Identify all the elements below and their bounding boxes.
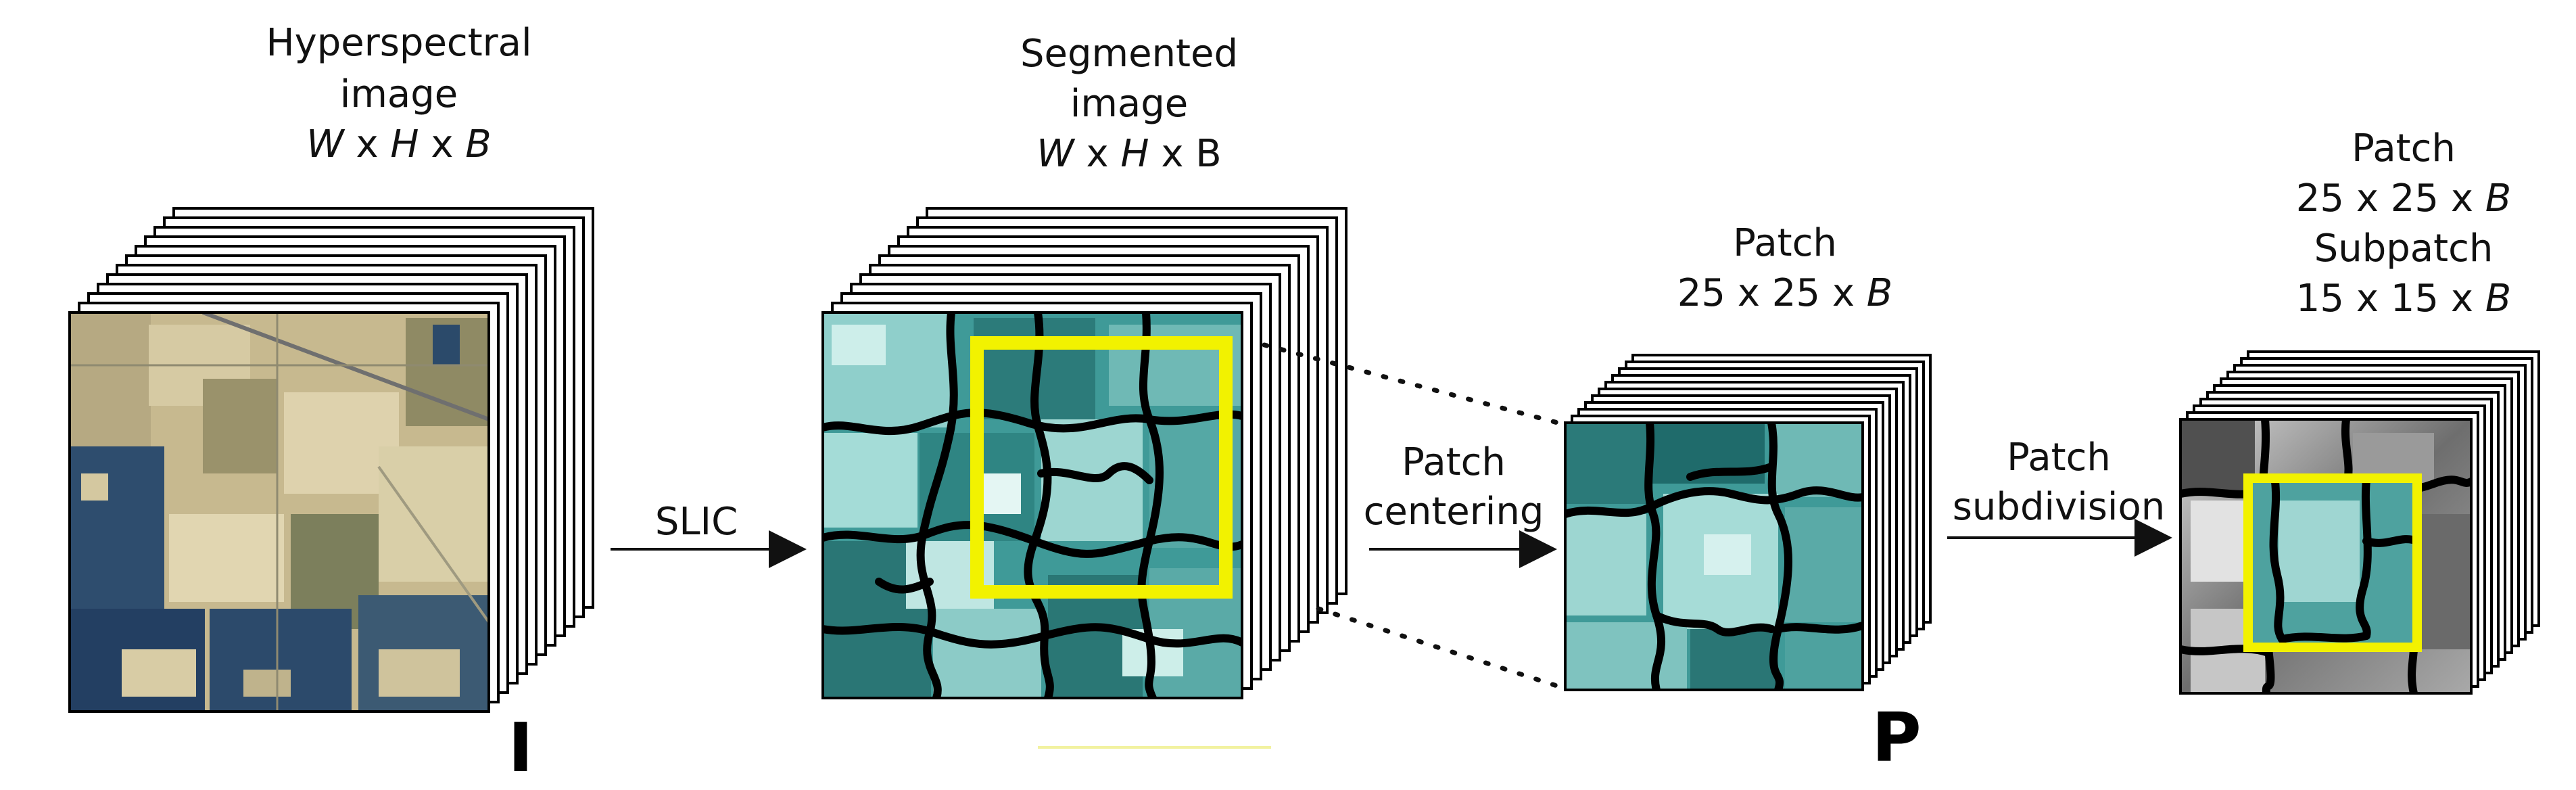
patch-centering-label-line2: centering	[1364, 490, 1544, 534]
subpatch-title: Subpatch	[2314, 227, 2494, 271]
seg-title-line2: image	[1070, 82, 1188, 126]
seg-dimensions: W x H x B	[1036, 132, 1221, 176]
subpatch-center	[2248, 476, 2421, 647]
patch-image	[1565, 423, 1863, 690]
patch-highlight-box	[970, 336, 1233, 599]
symbol-P: P	[1871, 698, 1921, 777]
hsi-title-line1: Hyperspectral	[266, 21, 531, 65]
patch-title: Patch	[1733, 221, 1837, 265]
subpatch-patch-title: Patch	[2352, 126, 2456, 170]
patch-centering-label-line1: Patch	[1402, 440, 1506, 484]
patch-subdivision-label-line2: subdivision	[1953, 485, 2166, 529]
projection-line-top	[1262, 342, 1568, 427]
subpatch-highlight-box	[2243, 473, 2422, 652]
patch-dimensions: 25 x 25 x B	[1677, 271, 1892, 315]
hyperspectral-image	[70, 312, 489, 712]
slic-label: SLIC	[655, 500, 738, 544]
hsi-dimensions: W x H x B	[306, 122, 491, 166]
patch-subdivision-label-line1: Patch	[2007, 436, 2111, 480]
seg-title-line1: Segmented	[1020, 32, 1238, 76]
projection-line-bottom	[1316, 606, 1568, 691]
hsi-title-line2: image	[340, 72, 458, 116]
subpatch-patch-dimensions: 25 x 25 x B	[2296, 177, 2511, 220]
subpatch-dimensions: 15 x 15 x B	[2296, 277, 2511, 321]
symbol-I: I	[508, 708, 533, 787]
segmented-image	[823, 312, 1242, 698]
